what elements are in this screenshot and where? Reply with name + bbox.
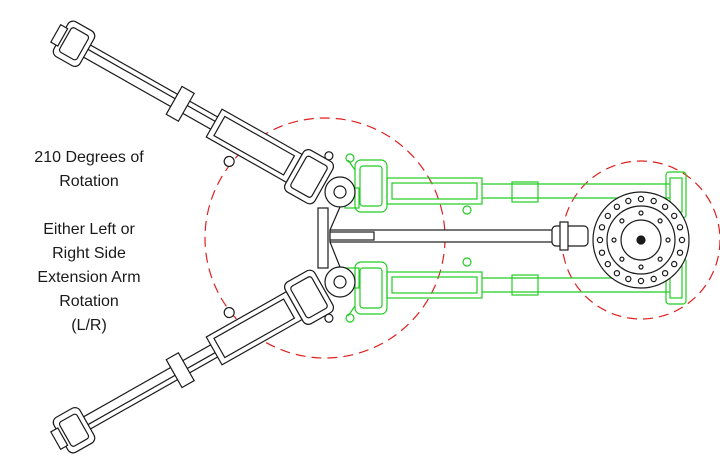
bolt-hole xyxy=(661,270,669,277)
bolt-hole xyxy=(678,236,686,244)
bolt-hole xyxy=(657,218,663,224)
side-caption-line-4: Rotation xyxy=(59,293,119,310)
bolt-hole xyxy=(637,195,645,203)
bolt-hole xyxy=(604,260,612,268)
rotation-caption-line-2: Rotation xyxy=(59,173,119,190)
central-mount xyxy=(317,176,589,298)
bolt-hole xyxy=(619,218,625,224)
side-caption-line-2: Right Side xyxy=(52,245,126,262)
bolt-hole xyxy=(604,212,612,220)
bolt-hole xyxy=(661,203,669,210)
bolt-hole xyxy=(613,270,621,277)
bolt-hole xyxy=(637,277,645,285)
bolt-hole xyxy=(650,197,657,205)
rotation-caption-line-1: 210 Degrees of xyxy=(34,149,144,166)
bolt-hole xyxy=(613,203,621,210)
side-caption-line-1: Either Left or xyxy=(43,221,135,238)
bolt-hole xyxy=(671,212,678,220)
bolt-hole xyxy=(676,224,684,231)
bolt-hole xyxy=(625,275,632,283)
hub-bolts xyxy=(611,210,671,270)
extended-arm-lower xyxy=(50,269,335,454)
bolt-hole xyxy=(638,264,644,270)
bolt-hole xyxy=(676,249,684,256)
bolt-hole xyxy=(598,224,606,231)
side-caption-line-3: Extension Arm xyxy=(37,269,141,286)
extended-arm-upper xyxy=(50,20,335,205)
side-caption-line-5: (L/R) xyxy=(71,317,107,334)
side-caption: Either Left or Right Side Extension Arm … xyxy=(0,218,178,338)
bolt-hole xyxy=(598,249,606,256)
bolt-hole xyxy=(596,236,604,244)
bolt-hole xyxy=(665,237,671,243)
bolt-hole xyxy=(650,275,657,283)
bolt-hole xyxy=(638,210,644,216)
flange-bolts xyxy=(596,195,686,285)
bolt-hole xyxy=(611,237,617,243)
rotor-flange xyxy=(592,191,690,289)
bolt-hole xyxy=(625,197,632,205)
bolt-hole xyxy=(619,256,625,262)
bolt-hole xyxy=(657,256,663,262)
bolt-hole xyxy=(671,260,678,268)
rotation-caption: 210 Degrees of Rotation xyxy=(0,146,178,194)
